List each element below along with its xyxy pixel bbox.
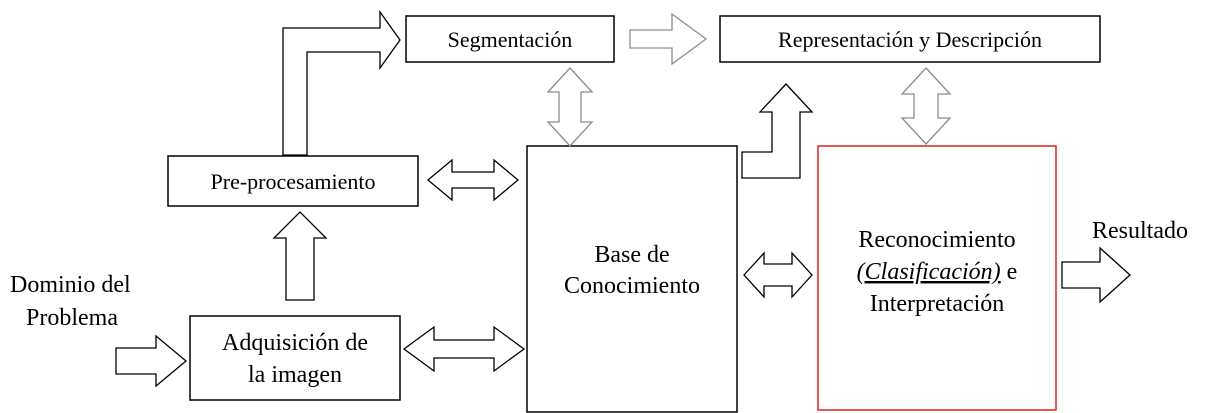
representacion-label: Representación y Descripción	[778, 27, 1042, 52]
resultado-label: Resultado	[1092, 218, 1188, 244]
base-conocimiento-box	[526, 145, 738, 413]
reconocimiento-conjunction: e	[1001, 259, 1018, 285]
segmentacion-label: Segmentación	[448, 27, 573, 52]
reconocimiento-to-resultado-arrow	[1061, 246, 1131, 304]
representacion-reconocimiento-double-arrow	[900, 67, 952, 145]
adquisicion-to-preproc-arrow	[272, 211, 328, 301]
dominio-input-arrow	[115, 334, 188, 388]
preproc-to-segmentacion-arrow	[282, 9, 401, 156]
adquisicion-box	[189, 315, 401, 401]
reconocimiento-label-line1: Reconocimiento	[858, 227, 1015, 253]
dominio-label-line2: Problema	[26, 305, 118, 331]
base-to-representacion-arrow	[741, 83, 814, 179]
reconocimiento-label-line2: (Clasificación) e	[857, 259, 1018, 285]
reconocimiento-label-line3: Interpretación	[870, 291, 1005, 317]
adquisicion-label-line1: Adquisición de	[222, 330, 368, 356]
clasificacion-italic: (Clasificación)	[857, 259, 1001, 285]
representacion-box	[719, 15, 1101, 63]
segmentacion-box	[405, 15, 615, 63]
base-conocimiento-label-line2: Conocimiento	[564, 273, 700, 299]
preprocesamiento-label: Pre-procesamiento	[211, 169, 376, 194]
reconocimiento-box	[817, 145, 1057, 411]
dominio-label-line1: Dominio del	[10, 272, 131, 298]
base-conocimiento-label-line1: Base de	[594, 242, 669, 268]
segmentacion-to-representacion-arrow	[629, 12, 708, 66]
segmentacion-base-double-arrow	[546, 67, 594, 147]
preprocesamiento-box	[167, 155, 419, 207]
adquisicion-label-line2: la imagen	[248, 362, 342, 388]
base-reconocimiento-double-arrow	[743, 251, 813, 299]
preproc-base-double-arrow	[426, 158, 520, 202]
adquisicion-base-double-arrow	[402, 325, 526, 373]
